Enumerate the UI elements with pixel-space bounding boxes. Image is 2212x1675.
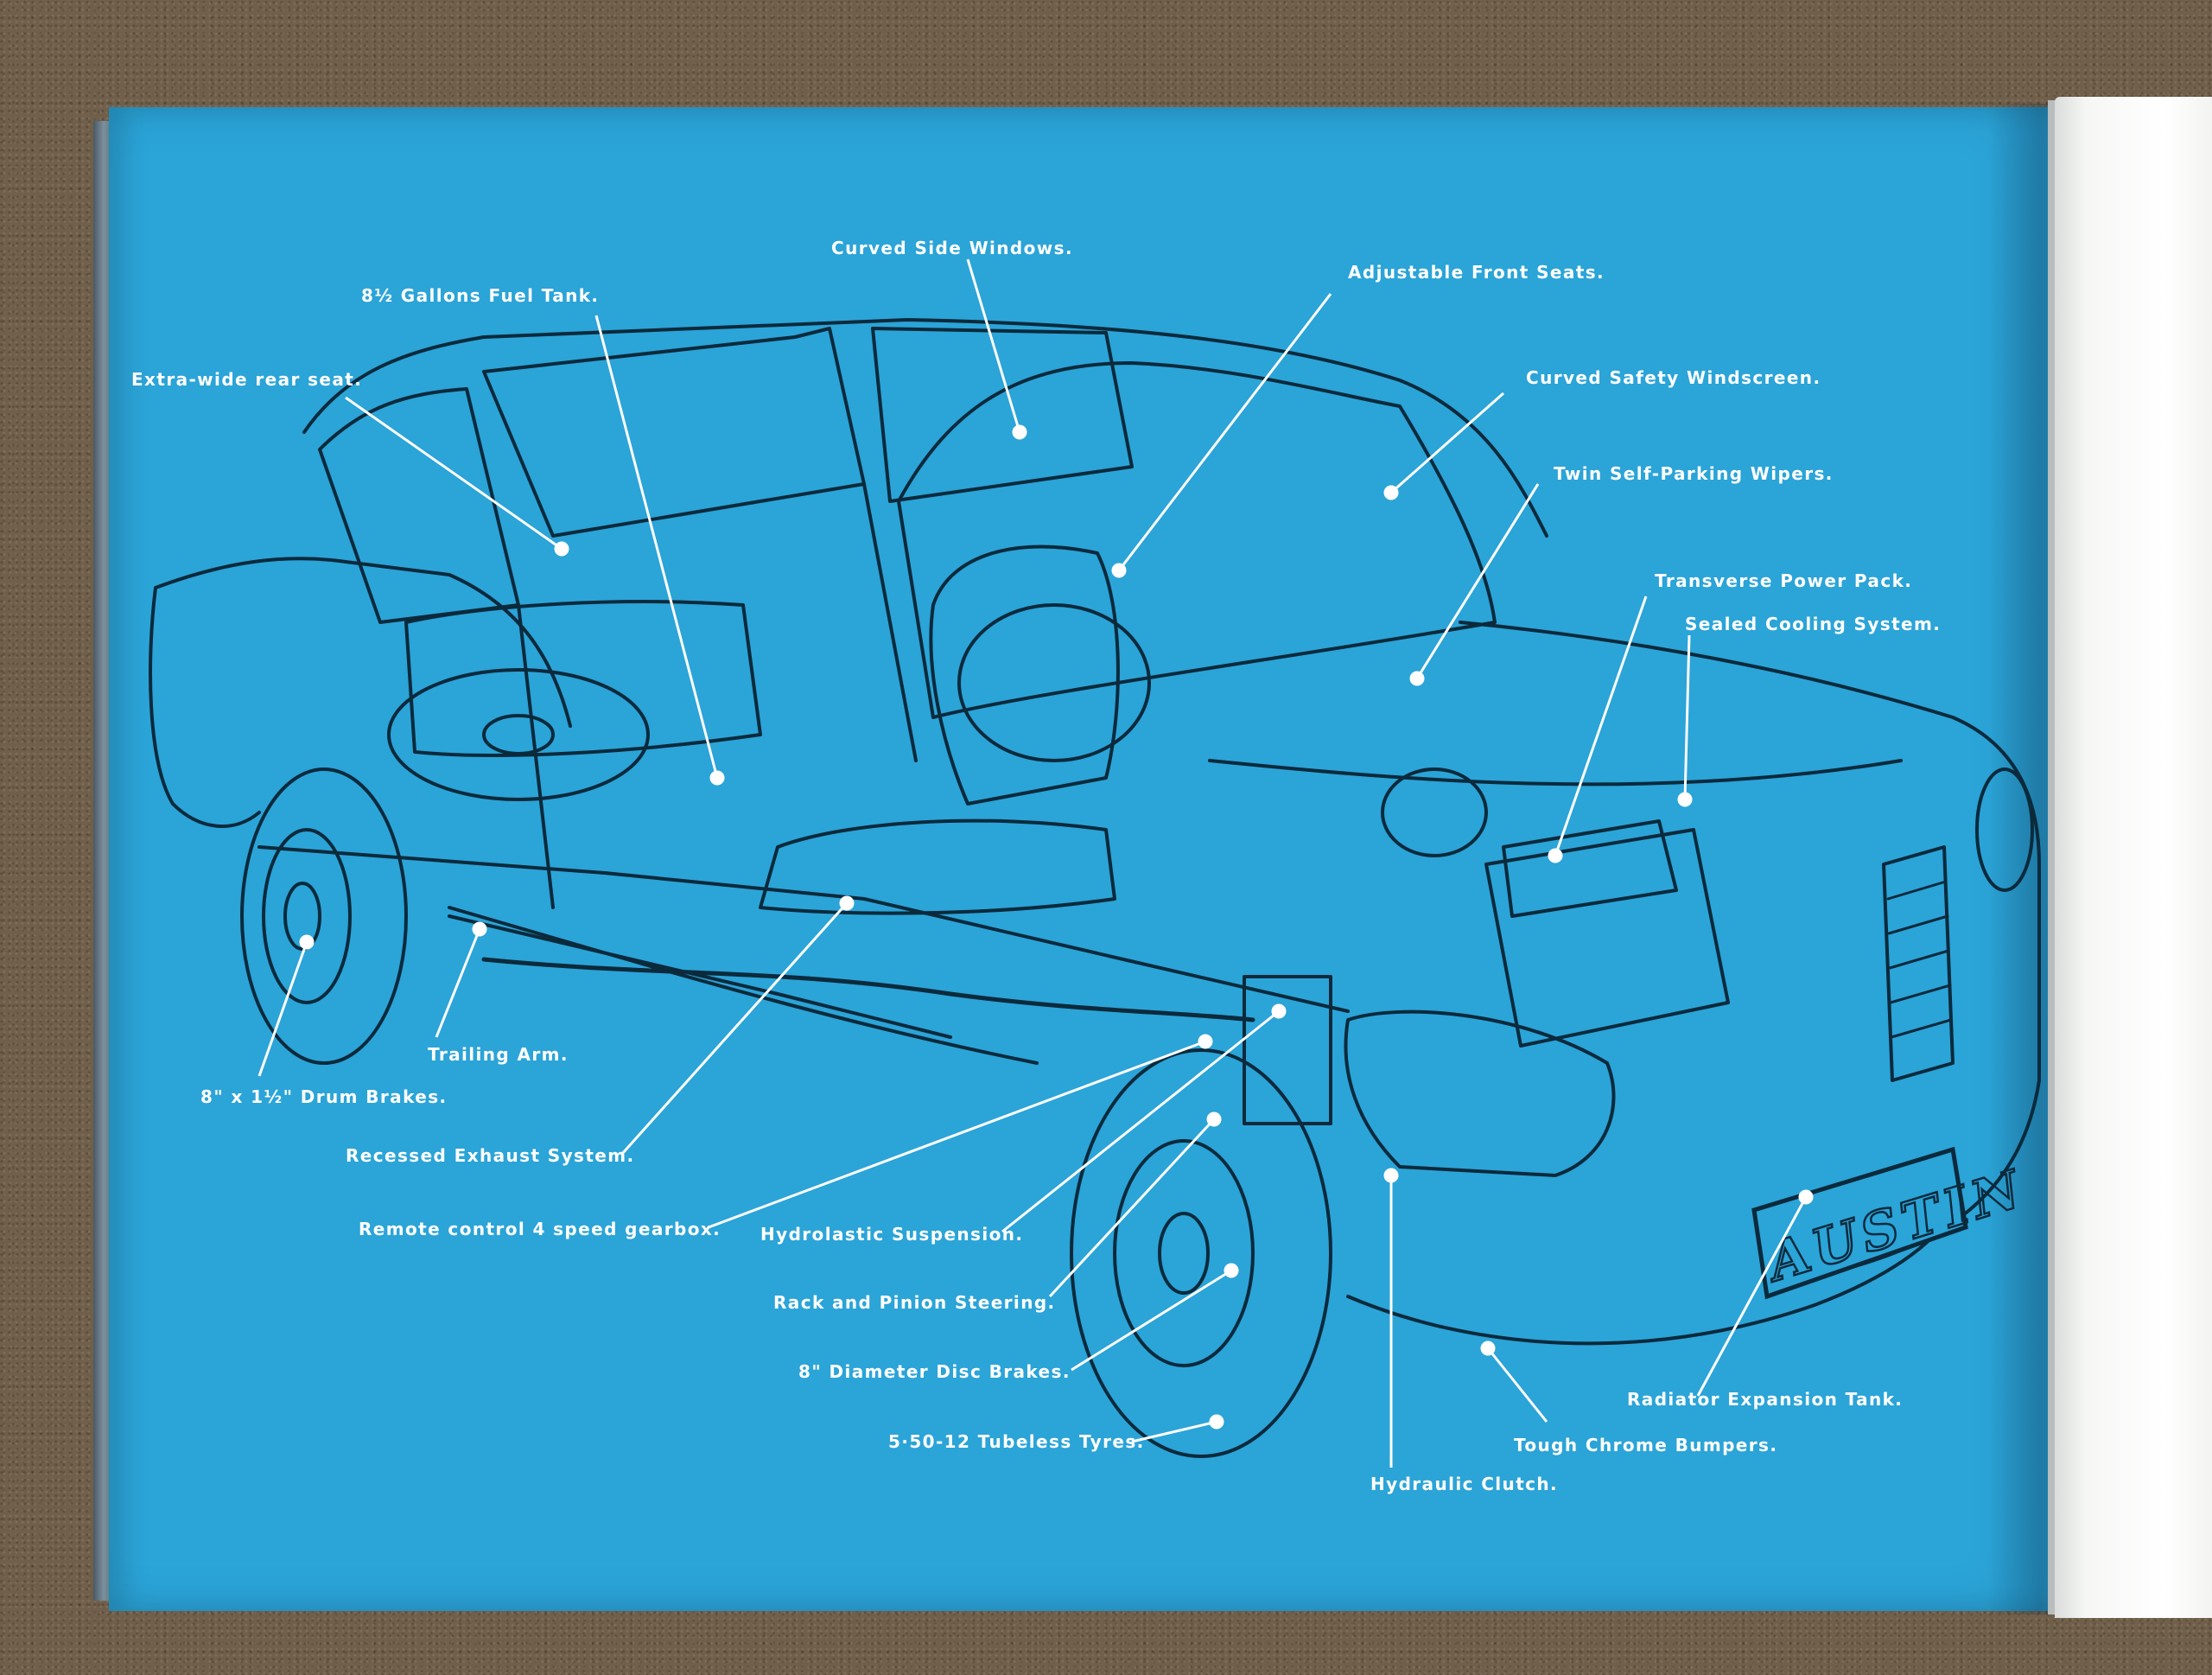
front-wheel-hub: [1158, 1212, 1210, 1295]
rear-window-frame: [318, 387, 520, 624]
callout-twin-wipers: Twin Self-Parking Wipers.: [1554, 463, 1834, 484]
rocker-line: [448, 906, 1039, 1065]
callout-radiator-tank: Radiator Expansion Tank.: [1627, 1389, 1904, 1410]
rear-wheel-hub: [283, 882, 321, 951]
austin-number-plate: AUSTIN: [1751, 1146, 2033, 1300]
callout-tubeless-tyres: 5·50-12 Tubeless Tyres.: [888, 1431, 1145, 1452]
callout-transverse-power-pack: Transverse Power Pack.: [1655, 570, 1913, 591]
body-side-outline: [149, 586, 261, 828]
suspension-unit: [1243, 975, 1332, 1125]
spare-wheel: [387, 668, 650, 801]
callout-extra-wide-rear-seat: Extra-wide rear seat.: [131, 369, 363, 390]
engine-block: [1484, 828, 1730, 1048]
leader-twin-wipers: [1415, 483, 1540, 679]
callout-adjustable-front-seats: Adjustable Front Seats.: [1348, 262, 1605, 283]
callout-gearbox: Remote control 4 speed gearbox.: [359, 1219, 721, 1239]
spare-wheel-hub: [482, 714, 555, 755]
air-cleaner: [1381, 767, 1488, 857]
leader-recessed-exhaust: [620, 901, 849, 1156]
callout-hydraulic-clutch: Hydraulic Clutch.: [1370, 1474, 1559, 1494]
callout-rack-pinion: Rack and Pinion Steering.: [773, 1292, 1056, 1313]
engine-head: [1502, 819, 1678, 918]
page-edge: [2048, 100, 2056, 1614]
exhaust-pipe: [481, 957, 1255, 1022]
leader-extra-wide-rear-seat: [345, 396, 563, 551]
rear-wheel-rim: [262, 828, 352, 1004]
callout-fuel-tank: 8½ Gallons Fuel Tank.: [361, 285, 600, 306]
front-bumper: [1346, 1208, 1955, 1346]
subframe: [448, 914, 952, 1039]
callout-curved-side-windows: Curved Side Windows.: [831, 238, 1073, 258]
callout-leaders: [257, 258, 1814, 1468]
leader-sealed-cooling-system: [1683, 634, 1691, 800]
brochure-page-white: [2055, 97, 2212, 1618]
callout-disc-brakes: 8" Diameter Disc Brakes.: [798, 1361, 1071, 1382]
gearbox-casing: [1344, 1009, 1616, 1177]
leader-drum-brakes: [257, 941, 308, 1077]
callout-trailing-arm: Trailing Arm.: [428, 1044, 569, 1065]
leader-rack-pinion: [1048, 1118, 1216, 1298]
callout-drum-brakes: 8" x 1½" Drum Brakes.: [200, 1086, 448, 1107]
leader-transverse-power-pack: [1554, 595, 1648, 857]
leader-radiator-tank: [1696, 1196, 1808, 1397]
grille-bars: [1886, 880, 1953, 1039]
windscreen-frame: [897, 361, 1497, 719]
leader-tubeless-tyres: [1131, 1420, 1217, 1443]
steering-wheel: [957, 603, 1151, 762]
leader-gearbox: [708, 1040, 1206, 1229]
side-window-front: [871, 327, 1134, 503]
leader-chrome-bumpers: [1486, 1347, 1548, 1423]
front-seat-back: [929, 545, 1120, 806]
front-wheel-rim: [1113, 1139, 1255, 1367]
car-illustration: [149, 318, 2041, 1458]
leader-fuel-tank: [594, 315, 719, 779]
leader-disc-brakes: [1071, 1269, 1232, 1372]
callout-sealed-cooling-system: Sealed Cooling System.: [1685, 614, 1942, 634]
bonnet-line: [1208, 759, 1903, 787]
leader-trailing-arm: [435, 928, 481, 1038]
leader-hydrolastic-suspension: [1001, 1009, 1280, 1233]
rear-seat: [404, 600, 762, 757]
rear-body: [154, 557, 572, 728]
door-pillar: [862, 482, 918, 762]
rear-wheel-tyre: [240, 767, 408, 1065]
leader-curved-safety-windscreen: [1390, 392, 1504, 494]
side-window-rear: [482, 327, 866, 538]
callout-curved-safety-windscreen: Curved Safety Windscreen.: [1526, 367, 1821, 388]
callout-recessed-exhaust: Recessed Exhaust System.: [346, 1145, 635, 1166]
radiator-grille: [1882, 845, 1955, 1082]
floor-pan: [257, 845, 1350, 1013]
front-wheel-tyre: [1070, 1048, 1332, 1458]
headlamp: [1975, 767, 2034, 892]
callout-hydrolastic-suspension: Hydrolastic Suspension.: [760, 1224, 1024, 1245]
leader-curved-side-windows: [966, 258, 1021, 433]
roof-outline: [302, 318, 1548, 538]
leader-adjustable-front-seats: [1117, 293, 1332, 571]
callout-chrome-bumpers: Tough Chrome Bumpers.: [1514, 1435, 1778, 1455]
front-seat-cushion: [759, 818, 1116, 915]
